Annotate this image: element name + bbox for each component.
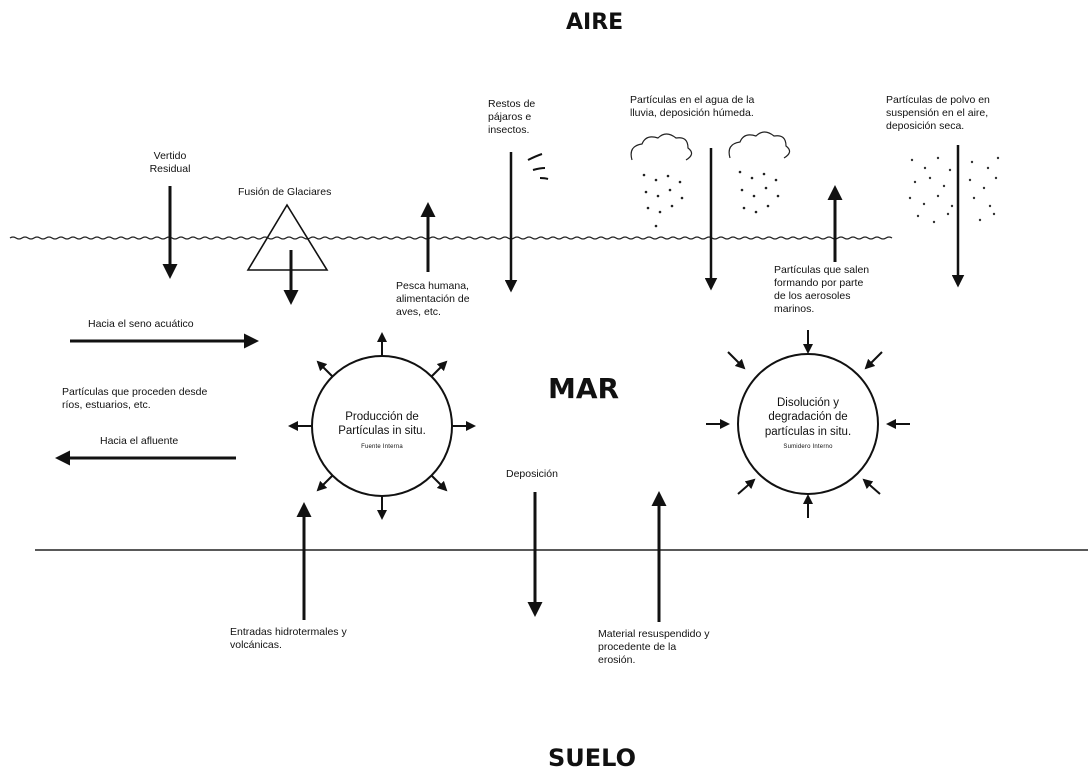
label-deposicion: Deposición	[506, 468, 558, 480]
label-seno: Hacia el seno acuático	[88, 318, 194, 330]
label-lluvia: Partículas en el agua de la lluvia, depo…	[630, 94, 755, 120]
zone-title-soil: SUELO	[548, 744, 637, 772]
label-restos: Restos de pájaros e insectos.	[488, 98, 536, 137]
production-outward-arrows	[288, 332, 476, 520]
dust-dots	[908, 156, 1000, 224]
dissolution-title: Disolución y degradación de partículas i…	[764, 397, 852, 438]
sea-surface-line	[9, 236, 893, 240]
label-pesca: Pesca humana, alimentación de aves, etc.	[396, 280, 470, 319]
rain-cloud-right	[728, 131, 791, 159]
label-rios: Partículas que proceden desde ríos, estu…	[62, 386, 208, 412]
zone-title-air: AIRE	[566, 10, 624, 35]
zone-title-sea: MAR	[548, 372, 620, 405]
label-afluente: Hacia el afluente	[100, 435, 179, 447]
label-aerosoles: Partículas que salen formando por parte …	[774, 264, 870, 316]
label-fusion: Fusión de Glaciares	[238, 186, 332, 198]
bird-marks	[527, 153, 549, 180]
rain-drops	[642, 170, 780, 228]
label-vertido: Vertido Residual	[149, 150, 191, 176]
dissolution-subtitle: Sumidero Interno	[783, 444, 833, 450]
label-resuspendido: Material resuspendido y procedente de la…	[598, 628, 710, 667]
production-subtitle: Fuente Interna	[361, 444, 403, 450]
dissolution-inward-arrows	[706, 330, 910, 518]
label-polvo: Partículas de polvo en suspensión en el …	[886, 94, 990, 133]
glacier-triangle	[246, 203, 329, 271]
label-hidrotermales: Entradas hidrotermales y volcánicas.	[230, 626, 347, 652]
production-title: Producción de Partículas in situ.	[338, 411, 426, 438]
rain-cloud-left	[630, 133, 693, 161]
